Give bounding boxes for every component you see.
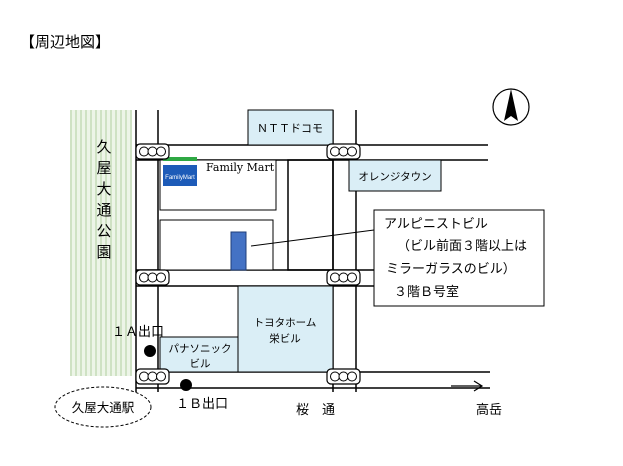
target-building-marker xyxy=(230,231,247,271)
building-toyota-home xyxy=(237,285,334,373)
traffic-signal-icon xyxy=(135,368,170,385)
panasonic-label: ビル xyxy=(190,358,211,370)
orange-town-label: オレンジタウン xyxy=(358,171,431,183)
traffic-signal-icon xyxy=(326,368,361,385)
toyota-home-label: 栄ビル xyxy=(269,332,301,345)
familymart-logo-text: FamilyMart xyxy=(165,175,195,181)
callout-line: アルピニストビル xyxy=(384,217,488,232)
park-label: 久 屋 大 通 公 園 xyxy=(96,138,111,261)
callout-line: ３階Ｂ号室 xyxy=(394,284,459,300)
direction-label: 高岳 xyxy=(476,402,502,418)
building-alpinist-block xyxy=(159,219,274,271)
familymart-logo: FamilyMart xyxy=(163,157,197,186)
traffic-signal-icon xyxy=(135,269,170,286)
park-label-char: 大 xyxy=(96,180,111,198)
callout-box xyxy=(373,209,545,307)
panasonic-label: パナソニック xyxy=(169,343,232,355)
callout-text: アルピニストビル （ビル前面３階以上は ミラーガラスのビル） ３階Ｂ号室 xyxy=(384,217,527,300)
park-label-char: 通 xyxy=(96,201,111,219)
station-label: 久屋大通駅 xyxy=(72,400,135,415)
park-label-char: 屋 xyxy=(96,159,111,177)
family-mart-label: Family Mart xyxy=(206,161,275,174)
park-label-char: 園 xyxy=(96,243,111,261)
park-label-char: 久 xyxy=(96,138,111,156)
exit-1a-marker xyxy=(144,345,156,357)
building-panasonic xyxy=(159,336,239,373)
traffic-signal-icon xyxy=(326,143,361,160)
callout-line: ミラーガラスのビル） xyxy=(386,262,516,277)
exit-1b-marker xyxy=(180,379,192,391)
road-label: 桜 通 xyxy=(296,403,335,418)
north-compass-icon: N xyxy=(492,88,530,126)
compass-label: N xyxy=(516,94,520,100)
traffic-signal-icon xyxy=(326,269,361,286)
station-oval xyxy=(54,386,152,428)
callout-pointer xyxy=(250,229,375,247)
toyota-home-label: トヨタホーム xyxy=(254,317,317,329)
exit-1a-label: １Ａ出口 xyxy=(112,325,164,340)
park-area xyxy=(70,110,132,376)
building-orange-town xyxy=(348,159,442,192)
traffic-signal-icon xyxy=(135,143,170,160)
park-label-char: 公 xyxy=(96,222,111,240)
building-ntt-docomo xyxy=(247,109,334,146)
callout-line: （ビル前面３階以上は xyxy=(397,238,527,254)
exit-1b-label: １Ｂ出口 xyxy=(176,397,228,412)
ntt-docomo-label: ＮＴＴドコモ xyxy=(257,122,323,135)
map-heading: 【周辺地図】 xyxy=(20,33,110,51)
